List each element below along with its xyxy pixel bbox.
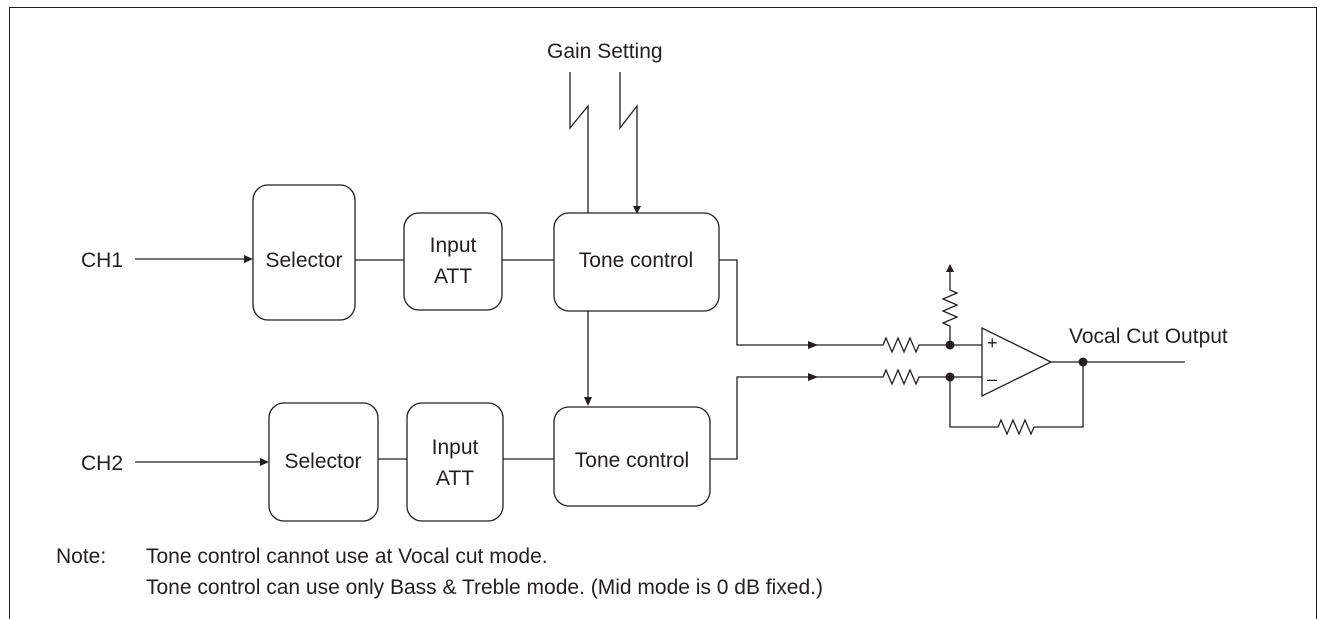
ch1-input-line — [135, 255, 253, 263]
junction-dot — [945, 340, 955, 350]
input-att-2-label-line2: ATT — [436, 467, 474, 490]
input-att-1-label-line2: ATT — [434, 265, 472, 288]
junction-dot — [945, 372, 955, 382]
ch2-label: CH2 — [81, 452, 123, 475]
vocal-cut-output-label: Vocal Cut Output — [1069, 325, 1228, 348]
bias-resistor — [941, 264, 959, 345]
resistor-input-plus — [882, 336, 950, 354]
junction-dot — [1078, 357, 1088, 367]
tone-control-1-label: Tone control — [579, 249, 693, 272]
note-label: Note: — [56, 545, 107, 568]
note-line: Tone control cannot use at Vocal cut mod… — [146, 545, 548, 568]
input-att-1-label-line1: Input — [430, 234, 477, 257]
feedback-resistor — [949, 362, 1084, 436]
tone-control-2-label: Tone control — [575, 449, 689, 472]
tone2-output-line — [710, 373, 883, 460]
ch2-input-line — [135, 458, 269, 466]
note-line: Tone control can use only Bass & Treble … — [146, 576, 823, 599]
input-att-1-block: Input ATT — [403, 212, 503, 311]
selector-1-block: Selector — [252, 184, 356, 321]
input-att-2-label-line1: Input — [432, 436, 479, 459]
gain-setting-label: Gain Setting — [547, 40, 663, 63]
note-lines: Tone control cannot use at Vocal cut mod… — [146, 541, 823, 603]
diagram-frame — [9, 7, 1317, 619]
opamp-plus-sign: + — [987, 333, 998, 353]
opamp — [981, 326, 1053, 398]
vocal-cut-block-diagram: + – Selector Input ATT Tone control Sele… — [81, 40, 1228, 522]
selector-1-label: Selector — [265, 249, 342, 272]
ch1-label: CH1 — [81, 249, 123, 272]
tone-control-1-block: Tone control — [553, 212, 720, 312]
opamp-minus-sign: – — [987, 369, 997, 389]
tone-control-2-block: Tone control — [553, 406, 711, 507]
selector-2-block: Selector — [268, 402, 379, 522]
gain-setting-signal-lines — [569, 72, 641, 214]
selector-2-label: Selector — [284, 450, 361, 473]
resistor-input-minus — [882, 368, 950, 386]
tone1-output-line — [719, 259, 883, 349]
input-att-2-block: Input ATT — [406, 402, 504, 522]
tone-link-line — [584, 311, 592, 406]
